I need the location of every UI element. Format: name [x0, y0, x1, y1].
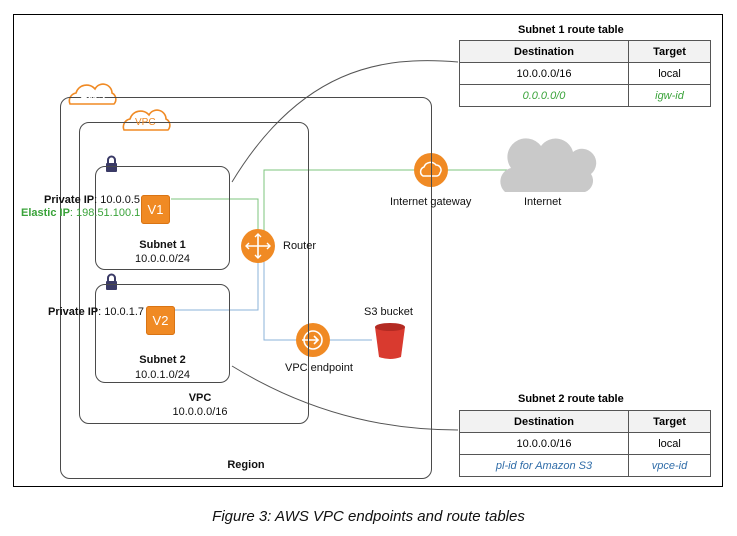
header-destination: Destination — [459, 410, 629, 433]
private-ip-value: : 10.0.0.5 — [94, 194, 141, 206]
vpc-name-label: VPC — [188, 392, 212, 404]
s3-bucket-icon — [375, 323, 405, 359]
vpc-endpoint-label: VPC endpoint — [285, 362, 353, 374]
subnet2-cidr: 10.0.1.0/24 — [134, 369, 191, 381]
cell-target: vpce-id — [628, 454, 711, 477]
header-destination: Destination — [459, 40, 629, 63]
vpc-cidr-label: 10.0.0.0/16 — [172, 406, 228, 418]
s3-bucket-label: S3 bucket — [364, 306, 413, 318]
vpc-box — [79, 122, 309, 424]
private-ip-label: Private IP — [48, 306, 99, 318]
internet-cloud-icon — [500, 138, 597, 192]
route-table-2-title: Subnet 2 route table — [518, 393, 624, 405]
vpc-tag-label: VPC — [135, 117, 156, 128]
subnet1-elastic-ip: Elastic IP: 198.51.100.1 — [21, 207, 140, 219]
subnet1-route-leader — [231, 60, 459, 183]
elastic-ip-label: Elastic IP — [21, 207, 70, 219]
elastic-ip-value: : 198.51.100.1 — [69, 207, 141, 219]
subnet2-name: Subnet 2 — [139, 354, 186, 366]
subnet1-private-ip: Private IP: 10.0.0.5 — [44, 194, 140, 206]
subnet1-name: Subnet 1 — [139, 239, 186, 251]
figure-caption: Figure 3: AWS VPC endpoints and route ta… — [212, 508, 525, 525]
private-ip-value: : 10.0.1.7 — [98, 306, 145, 318]
subnet2-route-leader — [231, 365, 459, 431]
cell-destination: pl-id for Amazon S3 — [459, 454, 629, 477]
header-target: Target — [628, 410, 711, 433]
subnet2-private-ip: Private IP: 10.0.1.7 — [48, 306, 144, 318]
private-ip-label: Private IP — [44, 194, 95, 206]
header-target: Target — [628, 40, 711, 63]
cell-target: igw-id — [628, 84, 711, 107]
router-label: Router — [283, 240, 317, 252]
subnet1-box — [95, 166, 230, 270]
subnet1-lock-icon — [106, 155, 117, 172]
subnet2-box — [95, 284, 230, 383]
region-label: Region — [227, 459, 265, 471]
router-icon — [241, 229, 275, 263]
vpc-cloud-icon — [122, 109, 171, 131]
region-box — [60, 97, 432, 479]
internet-label: Internet — [524, 196, 562, 208]
aws-cloud-icon — [68, 83, 117, 105]
internet-gateway-label: Internet gateway — [390, 196, 472, 208]
cell-destination: 10.0.0.0/16 — [459, 62, 629, 85]
cell-target: local — [628, 62, 711, 85]
route-table-1-title: Subnet 1 route table — [518, 24, 624, 36]
aws-tag-label: AWS — [80, 91, 106, 103]
cell-destination: 10.0.0.0/16 — [459, 432, 629, 455]
subnet1-cidr: 10.0.0.0/24 — [134, 253, 191, 265]
diagram-frame — [13, 14, 723, 487]
vpc-endpoint-icon — [296, 323, 330, 357]
cell-destination: 0.0.0.0/0 — [459, 84, 629, 107]
instance-v2[interactable]: V2 — [146, 306, 175, 335]
blue-route-line — [175, 262, 296, 341]
cell-target: local — [628, 432, 711, 455]
instance-v1[interactable]: V1 — [141, 195, 170, 224]
subnet2-lock-icon — [106, 273, 117, 290]
green-route-line — [171, 169, 414, 234]
